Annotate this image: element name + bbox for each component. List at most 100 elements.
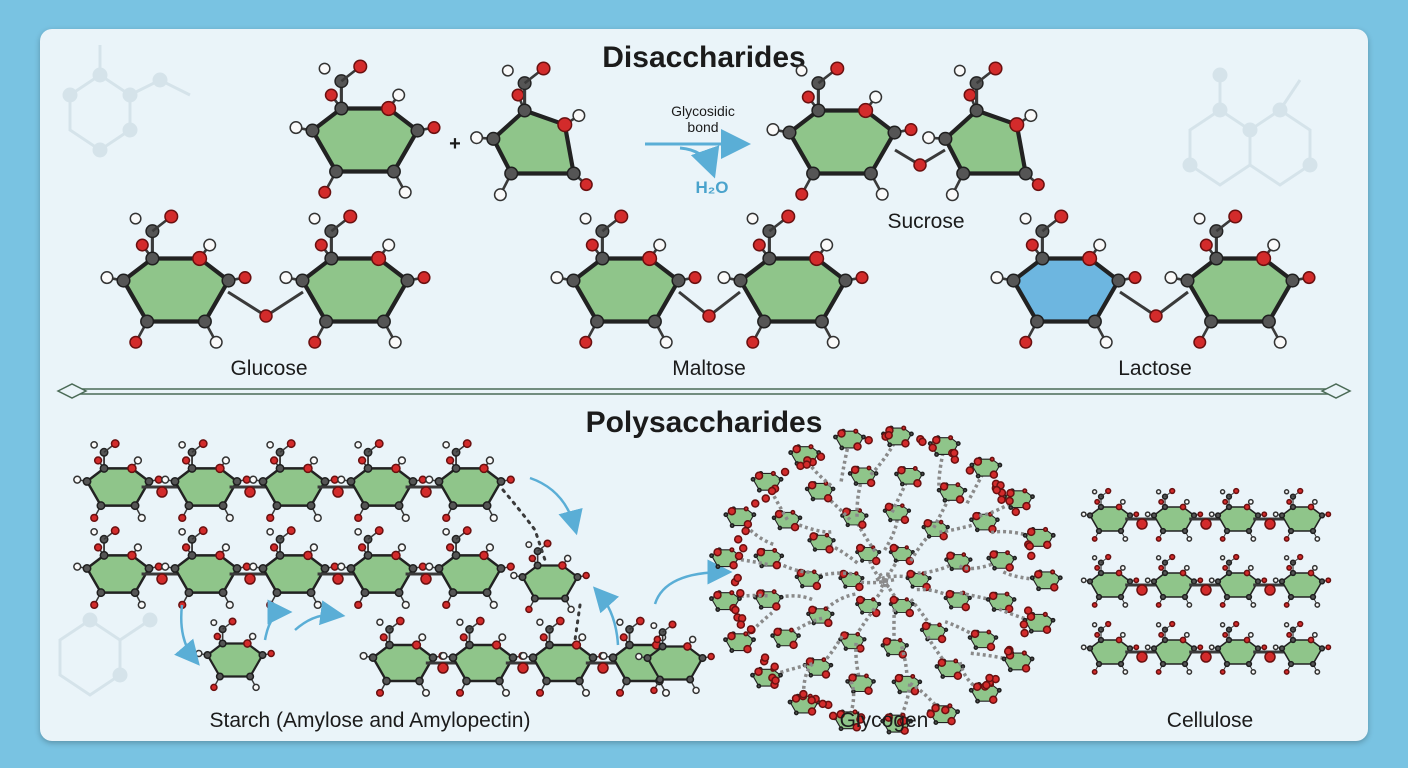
atom xyxy=(727,506,737,516)
atom xyxy=(1093,238,1107,252)
atom xyxy=(578,633,587,642)
atom xyxy=(203,238,217,252)
atom xyxy=(561,594,570,603)
atom xyxy=(451,550,461,560)
atom xyxy=(904,643,909,648)
atom xyxy=(1094,498,1101,505)
atom xyxy=(616,618,624,626)
atom xyxy=(360,588,370,598)
atom xyxy=(953,658,959,664)
atom xyxy=(1115,503,1123,511)
atom xyxy=(555,616,565,626)
sugar-ring-icon xyxy=(838,631,867,653)
sugar-ring-icon xyxy=(1208,620,1268,675)
atom xyxy=(382,238,396,252)
atom xyxy=(73,475,82,484)
atom xyxy=(955,482,961,488)
atom xyxy=(359,651,368,660)
atom xyxy=(411,640,422,650)
atom xyxy=(485,543,495,552)
sugar-ring-icon xyxy=(161,526,251,610)
atom xyxy=(797,515,803,521)
atom xyxy=(608,653,618,662)
sugar-ring-icon xyxy=(838,569,865,592)
atom xyxy=(787,699,793,705)
atom xyxy=(1012,555,1017,561)
atom xyxy=(756,547,766,557)
atom xyxy=(919,627,925,633)
atom xyxy=(1155,489,1162,495)
atom xyxy=(528,554,537,563)
sugar-ring-icon xyxy=(927,703,960,726)
atom xyxy=(945,589,955,599)
atom xyxy=(1256,250,1272,267)
atom xyxy=(232,563,242,573)
atom xyxy=(962,487,968,493)
atom xyxy=(1136,584,1148,596)
atom xyxy=(866,478,876,488)
sugar-ring-icon xyxy=(804,480,836,503)
atom xyxy=(192,250,208,267)
atom xyxy=(1126,512,1134,519)
atom xyxy=(181,543,191,552)
sugar-ring-icon xyxy=(750,470,784,494)
atom xyxy=(767,486,777,496)
atom xyxy=(934,452,940,457)
atom xyxy=(985,673,994,683)
atom xyxy=(963,88,977,102)
glycogen-label: Glycogen xyxy=(840,709,929,732)
atom xyxy=(1197,511,1204,518)
atom xyxy=(590,314,605,329)
atom xyxy=(1250,668,1257,675)
atom xyxy=(518,573,527,582)
atom xyxy=(517,103,532,118)
atom xyxy=(991,607,997,612)
atom xyxy=(843,646,848,651)
atom xyxy=(1095,660,1103,668)
atom xyxy=(807,707,817,716)
atom xyxy=(1243,503,1251,511)
atom xyxy=(753,553,759,559)
sugar-ring-icon xyxy=(195,617,275,692)
atom xyxy=(1261,577,1268,584)
atom xyxy=(401,600,410,610)
atom xyxy=(557,117,573,133)
atom xyxy=(479,463,489,474)
atom xyxy=(884,431,893,440)
atom xyxy=(145,251,160,266)
atom xyxy=(973,682,982,692)
atom xyxy=(272,501,282,511)
atom xyxy=(814,314,829,329)
atom xyxy=(770,662,779,671)
atom xyxy=(838,273,853,288)
sugar-ring-icon xyxy=(985,591,1017,614)
atom xyxy=(1022,488,1028,494)
atom xyxy=(588,653,598,662)
sugar-ring-icon xyxy=(437,467,503,507)
atom xyxy=(910,686,920,696)
atom xyxy=(579,212,592,225)
atom xyxy=(918,437,927,447)
atom xyxy=(489,600,498,610)
sugar-ring-icon xyxy=(709,590,742,613)
atom xyxy=(1222,564,1229,571)
atom xyxy=(937,658,947,668)
atom xyxy=(1278,512,1286,519)
atom xyxy=(394,501,404,511)
atom xyxy=(899,481,905,487)
atom xyxy=(1150,578,1158,585)
atom xyxy=(1117,593,1125,601)
glycosidic-link xyxy=(317,485,359,498)
sugar-ring-icon xyxy=(919,621,949,644)
atom xyxy=(1200,584,1212,596)
atom xyxy=(434,563,444,573)
atom xyxy=(391,550,401,561)
atom xyxy=(129,335,143,349)
atom xyxy=(758,605,764,610)
atom xyxy=(1286,631,1293,638)
atom xyxy=(1283,555,1290,561)
atom xyxy=(573,573,582,582)
atom xyxy=(887,442,893,448)
atom xyxy=(826,335,840,349)
sugar-ring-icon xyxy=(833,428,866,451)
